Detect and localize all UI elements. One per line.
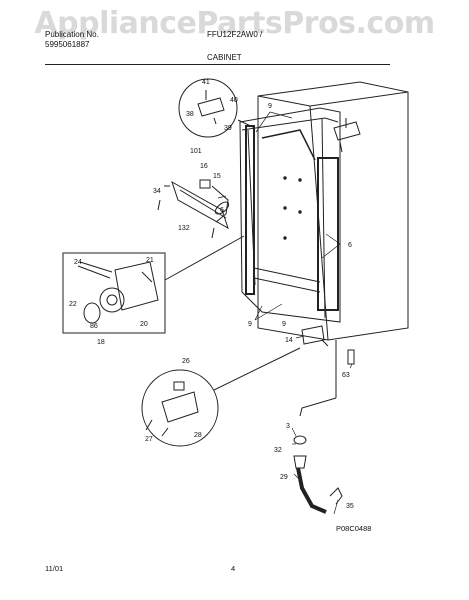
callout-41: 41 — [202, 79, 210, 86]
callout-35: 35 — [346, 503, 354, 510]
control-detail-box — [62, 235, 245, 334]
top-hinge — [333, 118, 361, 153]
watermark: AppliancePartsPros.com — [34, 6, 435, 41]
callout-101: 101 — [190, 148, 202, 155]
callout-24: 24 — [74, 259, 82, 266]
footer-page-number: 4 — [231, 564, 236, 573]
callout-132: 132 — [178, 225, 190, 232]
callout-38: 38 — [186, 111, 194, 118]
publication-label: Publication No. — [45, 30, 99, 39]
lower-hinge — [301, 325, 355, 365]
callout-86: 86 — [90, 323, 98, 330]
callout-26: 26 — [182, 358, 190, 365]
hinge-detail-circle — [178, 78, 256, 138]
callout-34: 34 — [153, 188, 161, 195]
callout-15: 15 — [213, 173, 221, 180]
callout-40: 40 — [230, 97, 238, 104]
callout-3: 3 — [286, 423, 290, 430]
callout-20: 20 — [140, 321, 148, 328]
section-title: CABINET — [207, 53, 242, 62]
callout-9-bottom-left: 9 — [248, 321, 252, 328]
callout-29: 29 — [280, 474, 288, 481]
callout-6-right: 6 — [348, 242, 352, 249]
lower-hinge-detail-circle — [141, 347, 301, 447]
callout-16: 16 — [200, 163, 208, 170]
callout-22: 22 — [69, 301, 77, 308]
leader-lines — [217, 111, 353, 515]
callout-14: 14 — [285, 337, 293, 344]
callout-18: 18 — [97, 339, 105, 346]
callout-9-bottom: 9 — [282, 321, 286, 328]
footer-date: 11/01 — [45, 564, 64, 573]
drain-assembly — [293, 340, 343, 514]
gasket-strip — [157, 180, 229, 239]
callout-27: 27 — [145, 436, 153, 443]
callout-32: 32 — [274, 447, 282, 454]
callout-39: 39 — [224, 125, 232, 132]
cabinet-body — [239, 81, 409, 341]
header-rule — [45, 64, 390, 65]
model-number: FFU12F2AW0 / — [207, 30, 263, 39]
diagram-code: P08C0488 — [336, 524, 372, 533]
callout-6-top: 6 — [220, 207, 224, 214]
thermostat-bulb — [199, 179, 230, 223]
callout-63: 63 — [342, 372, 350, 379]
callout-21: 21 — [146, 257, 154, 264]
callout-28: 28 — [194, 432, 202, 439]
callout-9-top: 9 — [268, 103, 272, 110]
publication-number: 5995061887 — [45, 40, 90, 49]
